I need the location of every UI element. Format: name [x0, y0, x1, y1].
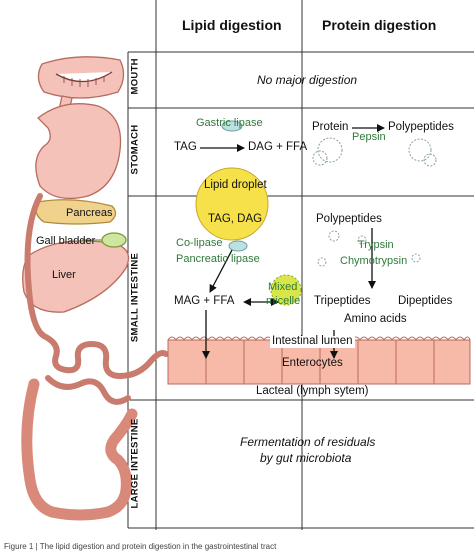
- colipase-enzyme: [228, 240, 248, 252]
- header-protein-digestion: Protein digestion: [322, 17, 437, 33]
- organ-label-liver: Liver: [52, 269, 76, 281]
- gall-bladder-illustration: [101, 232, 127, 248]
- table-grid: [127, 0, 474, 530]
- tag-dag-label: TAG, DAG: [208, 213, 263, 225]
- gastric-lipase-label: Gastric lipase: [196, 117, 263, 129]
- lipid-droplet: [195, 167, 269, 241]
- enterocytes-label: Enterocytes: [282, 357, 343, 369]
- amino-acids-label: Amino acids: [344, 313, 407, 325]
- large-intestine-illustration: [21, 378, 138, 521]
- digestive-tract-illustration: [21, 56, 169, 521]
- chymotrypsin-label: Chymotrypsin: [340, 255, 408, 267]
- mixed-micelle-label-1: Mixed: [268, 281, 298, 293]
- pepsin-label: Pepsin: [352, 131, 386, 143]
- organ-label-pancreas: Pancreas: [66, 207, 113, 219]
- row-label-stomach: Stomach: [129, 124, 141, 175]
- dipeptides-label: Dipeptides: [398, 295, 453, 307]
- mixed-micelle: [270, 274, 302, 306]
- figure-caption: Figure 1 | The lipid digestion and prote…: [4, 542, 277, 551]
- pancreas-illustration: [35, 199, 117, 225]
- dag-ffa-label: DAG + FFA: [248, 141, 308, 153]
- si-polypeptides-label: Polypeptides: [316, 213, 382, 225]
- lipid-droplet-label: Lipid droplet: [204, 179, 267, 191]
- row-label-mouth: Mouth: [129, 58, 141, 95]
- row-label-small-intestine: Small intestine: [129, 252, 141, 343]
- stomach-illustration: [35, 103, 122, 200]
- protein-coil-icon: [312, 137, 437, 267]
- liver-illustration: [22, 240, 130, 313]
- stomach-polypeptides-label: Polypeptides: [388, 121, 454, 133]
- trypsin-label: Trypsin: [358, 239, 394, 251]
- mag-ffa-label: MAG + FFA: [174, 295, 235, 307]
- mixed-micelle-label-2: micelle: [266, 295, 301, 307]
- protein-label: Protein: [312, 121, 349, 133]
- organ-label-gall-bladder: Gall bladder: [36, 235, 96, 247]
- intestinal-lumen-label: Intestinal lumen: [270, 335, 355, 348]
- reaction-arrows: [200, 124, 385, 359]
- pancreatic-lipase-label: Pancreatic lipase: [176, 253, 260, 265]
- header-lipid-digestion: Lipid digestion: [182, 17, 282, 33]
- tag-label: TAG: [174, 141, 197, 153]
- small-intestine-illustration: [24, 193, 169, 380]
- row-label-large-intestine: Large intestine: [129, 418, 141, 509]
- large-intestine-note-1: Fermentation of residuals: [240, 435, 376, 449]
- gastric-lipase-enzyme: [221, 120, 243, 132]
- colipase-label: Co-lipase: [176, 237, 223, 249]
- mouth-note: No major digestion: [257, 73, 358, 87]
- tripeptides-label: Tripeptides: [314, 295, 371, 307]
- lacteal-label: Lacteal (lymph sytem): [256, 385, 369, 397]
- large-intestine-note-2: by gut microbiota: [260, 451, 352, 465]
